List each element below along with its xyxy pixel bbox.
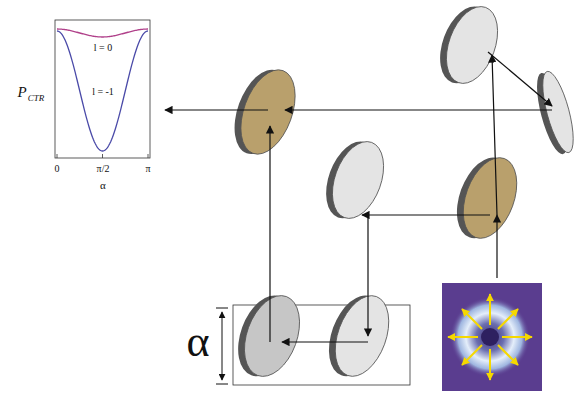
tick-label: π bbox=[145, 164, 150, 174]
plot-frame bbox=[55, 20, 150, 158]
angle-label: α bbox=[186, 320, 209, 364]
curve-l-1 bbox=[57, 31, 148, 151]
curve-label: l = -1 bbox=[92, 87, 114, 97]
mirror bbox=[319, 286, 399, 385]
tick-label: 0 bbox=[55, 164, 60, 174]
beam-profile-image bbox=[442, 283, 542, 391]
axis-label: P bbox=[17, 85, 26, 100]
axis-label: α bbox=[100, 180, 106, 191]
curve-label: l = 0 bbox=[94, 43, 112, 53]
curve-l0 bbox=[57, 29, 148, 37]
mirror bbox=[447, 148, 527, 247]
mirror bbox=[316, 132, 393, 227]
mirror bbox=[531, 69, 580, 157]
axis-label-subscript: CTR bbox=[28, 94, 45, 103]
plot bbox=[55, 20, 150, 158]
mirror bbox=[228, 286, 310, 386]
mirror bbox=[224, 60, 306, 163]
double-arrow bbox=[222, 312, 223, 380]
tick-label: π/2 bbox=[97, 164, 110, 174]
mirror bbox=[430, 0, 507, 92]
